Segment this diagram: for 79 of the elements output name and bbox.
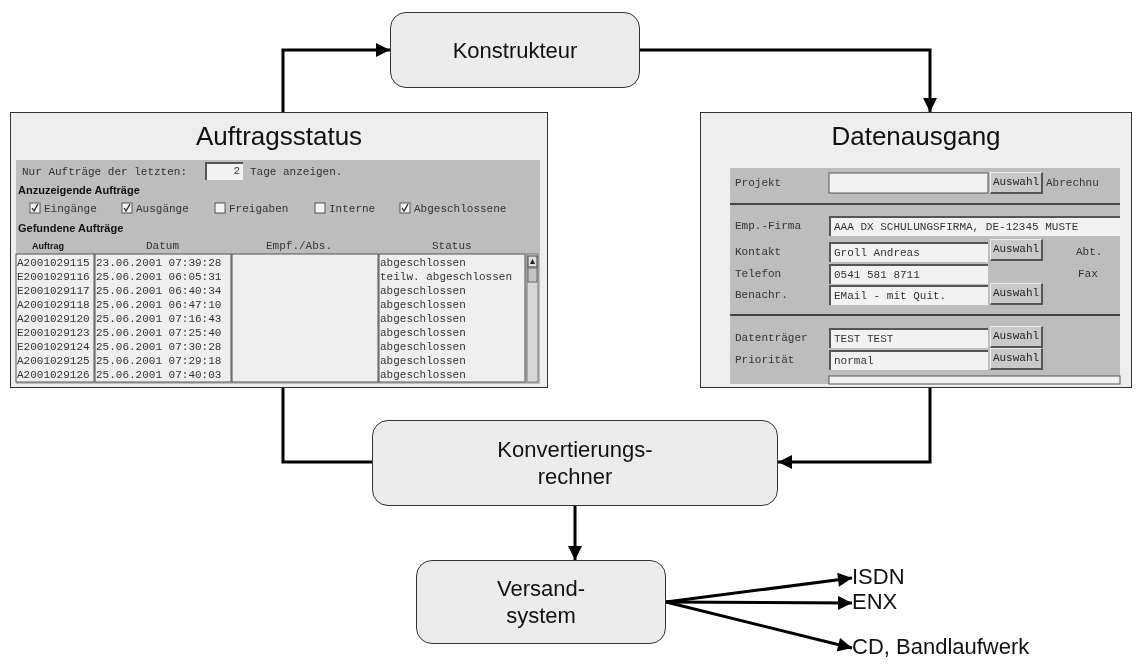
form-label: Abgeschlossene bbox=[414, 202, 507, 216]
box-label: Konstrukteur bbox=[452, 36, 578, 64]
input-field: 2 bbox=[205, 162, 243, 180]
table-cell: A2001029126 bbox=[17, 368, 90, 382]
panel-title: Auftragsstatus bbox=[194, 121, 364, 152]
table-cell: A2001029120 bbox=[17, 312, 90, 326]
column-header: Status bbox=[432, 239, 472, 253]
form-label: Datenträger bbox=[735, 331, 808, 345]
input-field: AAA DX SCHULUNGSFIRMA, DE-12345 MUSTE bbox=[829, 216, 1120, 236]
form-label: Kontakt bbox=[735, 245, 782, 259]
select-button: Auswahl bbox=[990, 239, 1043, 261]
table-cell: 25.06.2001 07:40:03 bbox=[96, 368, 222, 382]
form-label: Benachr. bbox=[735, 288, 788, 302]
table-cell: abgeschlossen bbox=[380, 340, 466, 354]
form-label: Abrechnu bbox=[1046, 176, 1099, 190]
form-label: Fax bbox=[1078, 267, 1098, 281]
table-cell: abgeschlossen bbox=[380, 298, 466, 312]
column-header: Empf./Abs. bbox=[266, 239, 332, 253]
table-cell: E2001029116 bbox=[17, 270, 90, 284]
column-header: Auftrag bbox=[32, 240, 64, 253]
arrow bbox=[568, 506, 582, 560]
channel-label: CD, Bandlaufwerk bbox=[852, 634, 1031, 660]
form-label: Priorität bbox=[735, 353, 795, 367]
table-cell: E2001029124 bbox=[17, 340, 90, 354]
column-header: Datum bbox=[146, 239, 179, 253]
channel-label: ENX bbox=[852, 589, 899, 615]
table-cell: A2001029125 bbox=[17, 354, 90, 368]
arrow bbox=[281, 43, 390, 112]
arrow bbox=[778, 388, 932, 469]
form-label: Eingänge bbox=[44, 202, 97, 216]
actor-box bbox=[390, 12, 640, 88]
form-label: Tage anzeigen. bbox=[250, 165, 343, 179]
process-box bbox=[416, 560, 666, 644]
arrow bbox=[640, 48, 937, 112]
form-label: Abt. bbox=[1076, 245, 1103, 259]
select-button: Auswahl bbox=[990, 348, 1043, 370]
table-cell: abgeschlossen bbox=[380, 284, 466, 298]
channel-label: ISDN bbox=[852, 564, 906, 590]
table-cell: 23.06.2001 07:39:28 bbox=[96, 256, 222, 270]
section-heading: Gefundene Aufträge bbox=[18, 221, 124, 235]
input-field: 0541 581 8711 bbox=[829, 264, 988, 284]
section-heading: Anzuzeigende Aufträge bbox=[18, 183, 140, 197]
table-cell: 25.06.2001 07:25:40 bbox=[96, 326, 222, 340]
table-cell: 25.06.2001 07:16:43 bbox=[96, 312, 222, 326]
input-field: EMail - mit Quit. bbox=[829, 285, 988, 305]
arrow bbox=[665, 572, 853, 604]
box-label: Versand-system bbox=[495, 575, 587, 629]
table-cell: E2001029123 bbox=[17, 326, 90, 340]
table-cell: 25.06.2001 07:30:28 bbox=[96, 340, 222, 354]
form-label: Ausgänge bbox=[136, 202, 189, 216]
table-cell: abgeschlossen bbox=[380, 256, 466, 270]
table-cell: abgeschlossen bbox=[380, 312, 466, 326]
select-button: Auswahl bbox=[990, 172, 1043, 194]
table-cell: 25.06.2001 06:47:10 bbox=[96, 298, 222, 312]
input-field: TEST TEST bbox=[829, 328, 988, 348]
process-box bbox=[372, 420, 778, 506]
form-label: Emp.-Firma bbox=[735, 219, 801, 233]
select-button: Auswahl bbox=[990, 326, 1043, 348]
table-cell: 25.06.2001 06:40:34 bbox=[96, 284, 222, 298]
arrow bbox=[665, 600, 853, 652]
form-label: Telefon bbox=[735, 267, 782, 281]
input-field: Groll Andreas bbox=[829, 242, 988, 262]
table-cell: abgeschlossen bbox=[380, 354, 466, 368]
table-cell: A2001029115 bbox=[17, 256, 90, 270]
table-cell: 25.06.2001 07:29:18 bbox=[96, 354, 222, 368]
select-button: Auswahl bbox=[990, 283, 1043, 305]
table-cell: teilw. abgeschlossen bbox=[380, 270, 513, 284]
box-label: Konvertierungs-rechner bbox=[496, 436, 654, 490]
form-label: Nur Aufträge der letzten: bbox=[22, 165, 188, 179]
table-cell: A2001029118 bbox=[17, 298, 90, 312]
table-cell: E2001029117 bbox=[17, 284, 90, 298]
form-label: Interne bbox=[329, 202, 376, 216]
input-field: normal bbox=[829, 350, 988, 370]
panel-title: Datenausgang bbox=[830, 121, 1002, 152]
table-cell: 25.06.2001 06:05:31 bbox=[96, 270, 222, 284]
table-cell: abgeschlossen bbox=[380, 368, 466, 382]
table-cell: abgeschlossen bbox=[380, 326, 466, 340]
form-label: Freigaben bbox=[229, 202, 289, 216]
form-label: Projekt bbox=[735, 176, 782, 190]
